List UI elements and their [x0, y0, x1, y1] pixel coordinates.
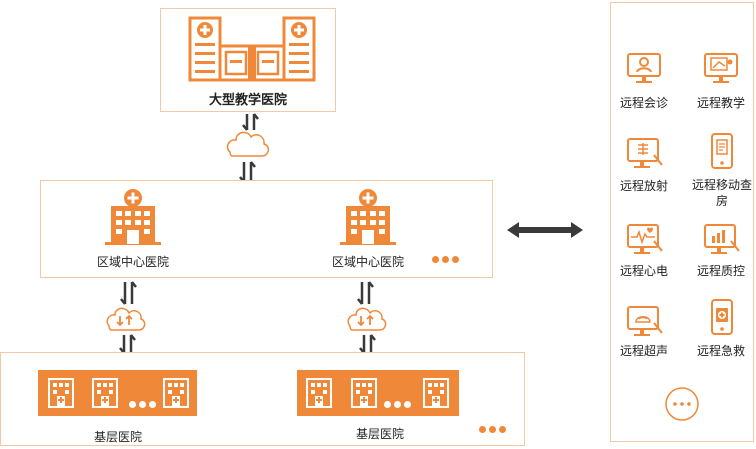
- service-label-ultrasound: 远程超声: [619, 344, 668, 358]
- regional-hospital-icon: [105, 189, 161, 245]
- regional-hospital-icon: [340, 189, 396, 245]
- monitor-xray-icon: [627, 138, 663, 168]
- service-label-mobile-rounds: 远程移动查房: [691, 178, 752, 208]
- more-dots-icon: [432, 256, 459, 263]
- monitor-ultrasound-icon: [627, 306, 663, 336]
- monitor-chart-icon: [704, 224, 740, 254]
- service-label-consultation: 远程会诊: [619, 96, 668, 110]
- regional-hospital-label: 区域中心医院: [96, 255, 169, 269]
- monitor-teach-icon: [704, 53, 738, 83]
- service-label-emergency: 远程急救: [696, 344, 745, 358]
- more-dots-icon: [129, 401, 156, 408]
- mobile-ward-icon: [711, 133, 733, 169]
- monitor-person-icon: [627, 53, 661, 83]
- basic-hospital-label: 基层医院: [93, 430, 142, 444]
- basic-hospital-icon: [48, 378, 74, 408]
- double-arrow-icon: [120, 281, 137, 305]
- service-label-teaching: 远程教学: [696, 96, 745, 110]
- basic-hospital-icon: [351, 378, 377, 408]
- bidirectional-arrow-icon: [507, 222, 583, 238]
- basic-hospital-label: 基层医院: [355, 427, 404, 441]
- upload-cloud-icon: [106, 307, 146, 331]
- upload-cloud-icon: [347, 307, 387, 331]
- more-services-icon[interactable]: [664, 386, 700, 422]
- more-dots-icon: [384, 401, 411, 408]
- double-arrow-icon: [242, 113, 259, 131]
- teaching-hospital-icon: [188, 16, 316, 82]
- regional-hospital-label: 区域中心医院: [331, 255, 404, 269]
- double-arrow-icon: [357, 281, 374, 305]
- basic-hospital-icon: [92, 378, 118, 408]
- monitor-ecg-icon: [627, 224, 663, 254]
- cloud-icon: [226, 131, 270, 157]
- basic-hospital-icon: [306, 378, 332, 408]
- mobile-first-aid-icon: [711, 299, 733, 335]
- teaching-hospital-label: 大型教学医院: [208, 92, 287, 107]
- basic-hospital-icon: [423, 378, 449, 408]
- more-dots-icon: [479, 426, 506, 433]
- service-label-ecg: 远程心电: [619, 264, 668, 278]
- service-label-radiology: 远程放射: [619, 179, 668, 193]
- basic-hospital-icon: [163, 378, 189, 408]
- service-label-quality-control: 远程质控: [696, 264, 745, 278]
